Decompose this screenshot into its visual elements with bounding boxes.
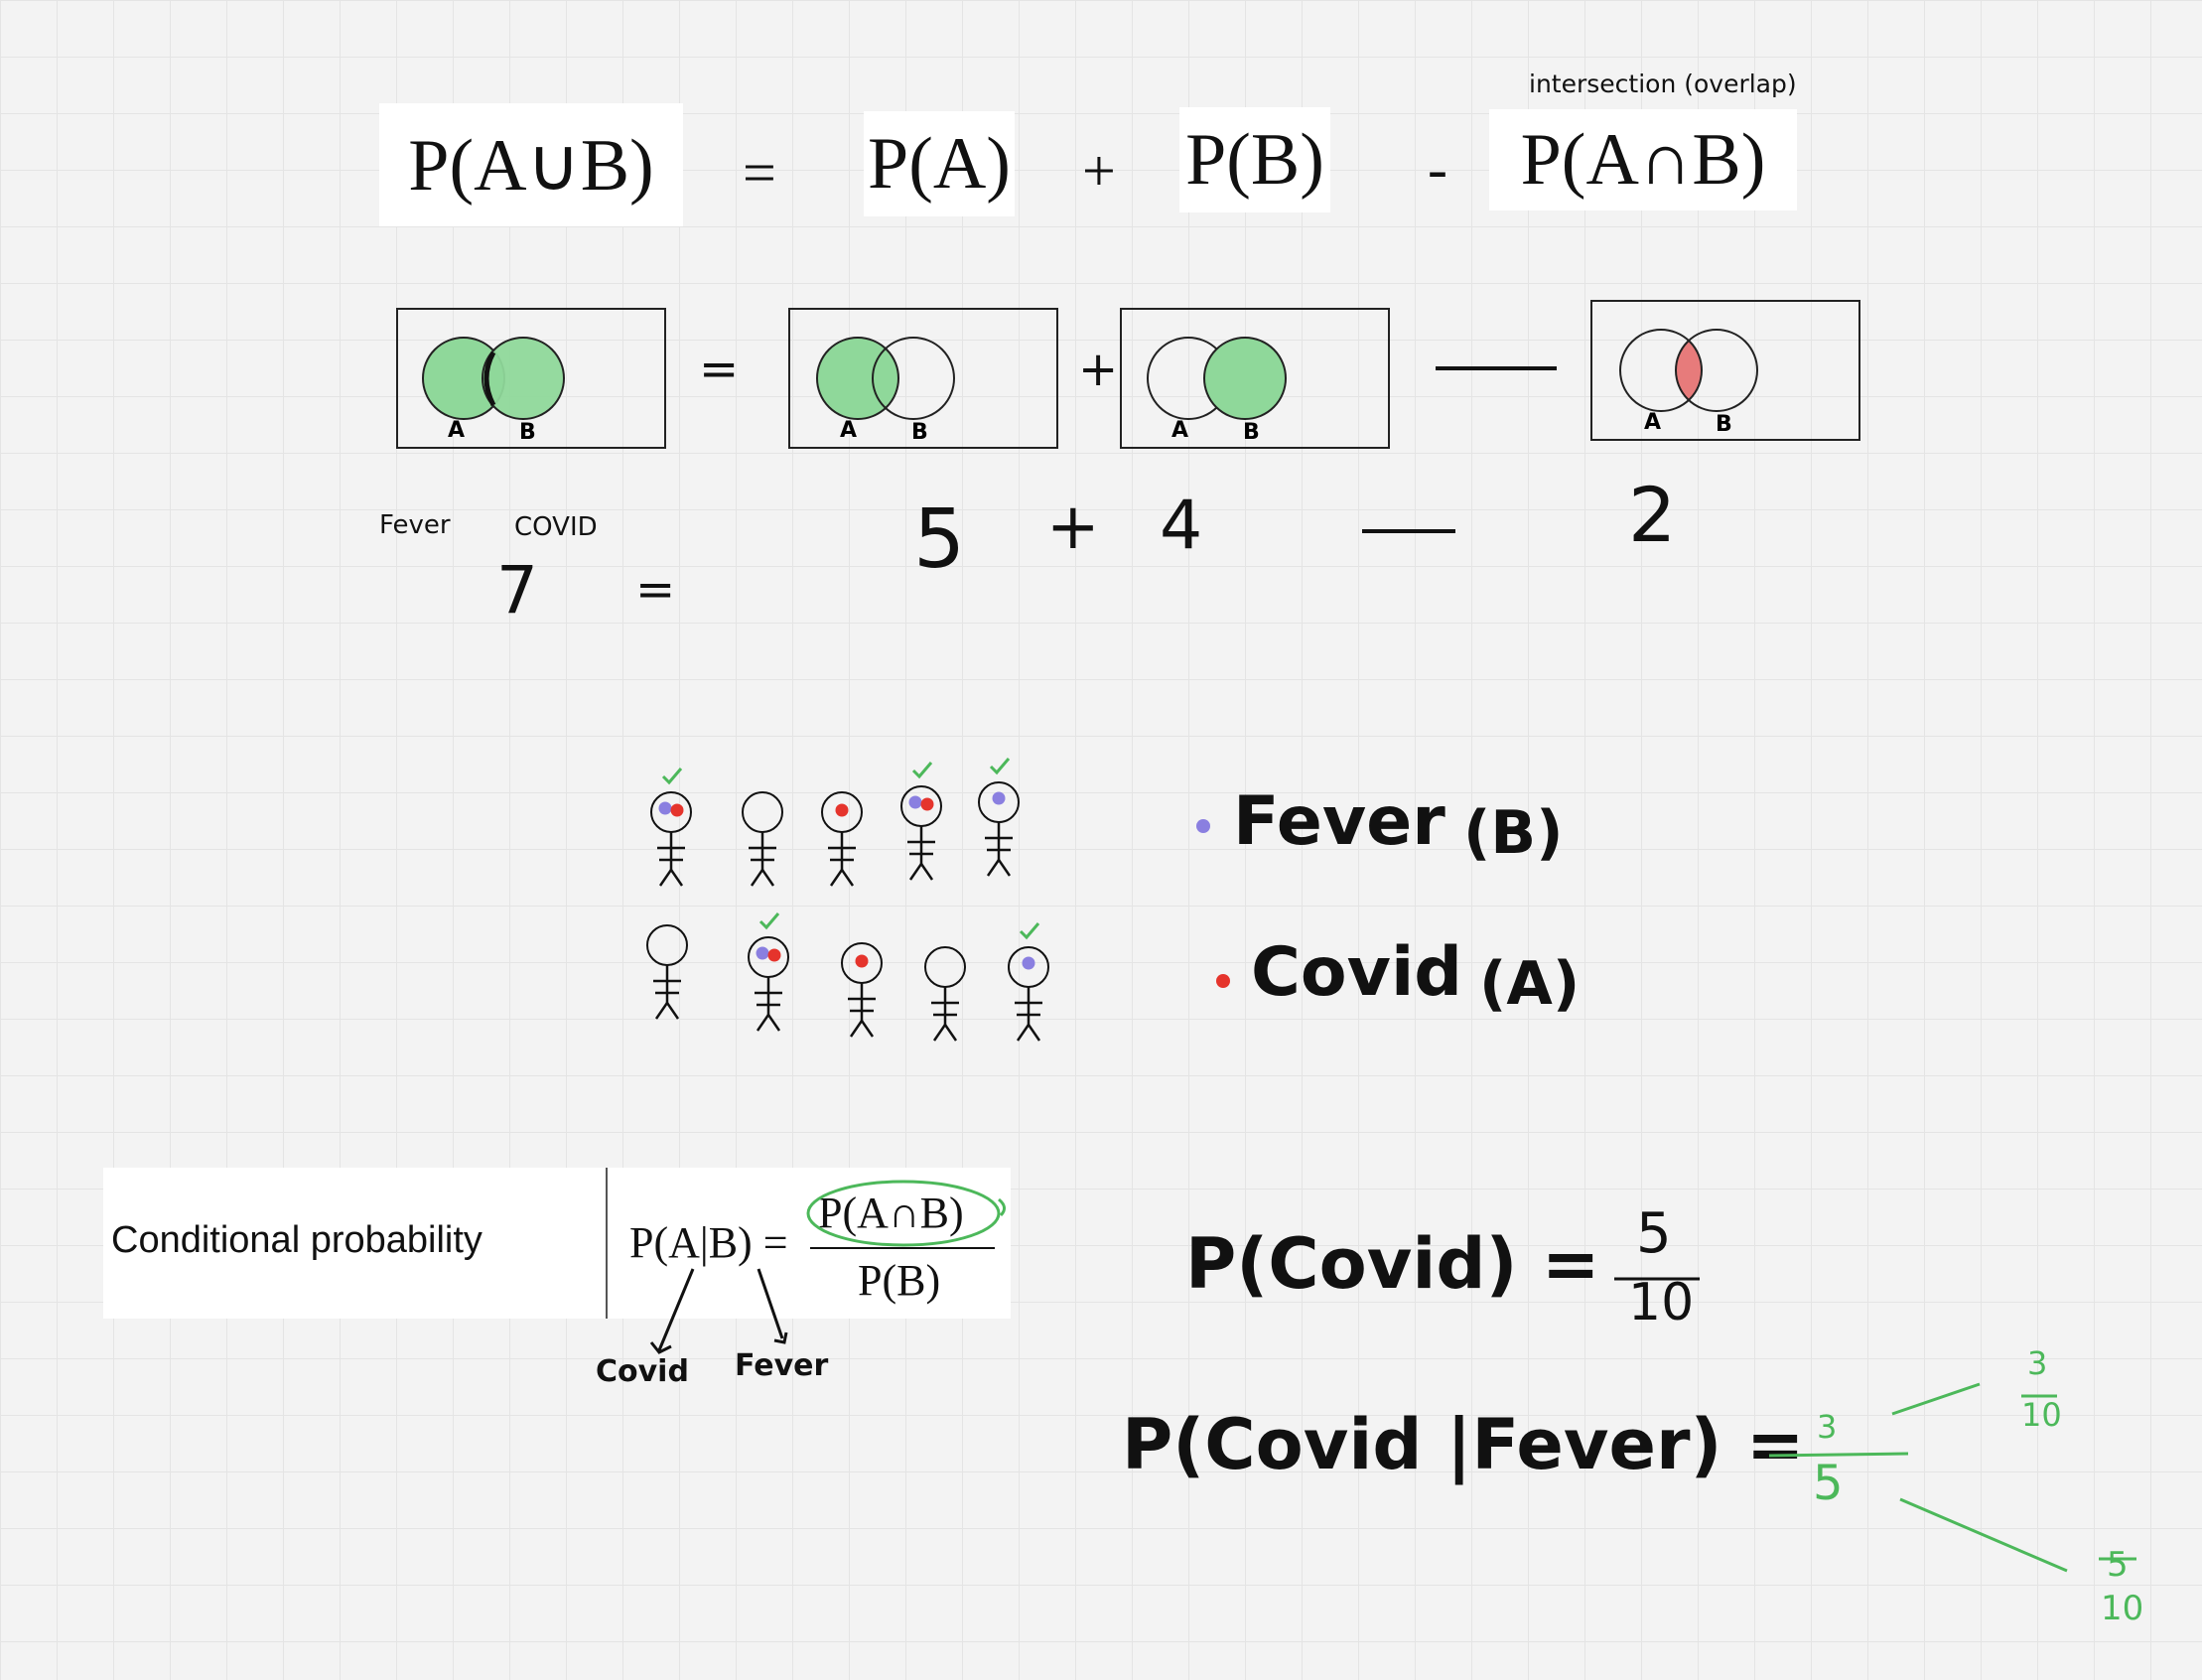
stick-figure: [1008, 922, 1049, 1042]
venn-union-label-b: B: [519, 420, 536, 445]
stick-figure: [841, 942, 883, 1038]
p-covid-label: P(Covid) =: [1185, 1223, 1600, 1305]
stick-figure: [821, 791, 863, 887]
stick-figure: [924, 946, 966, 1042]
formula-union-text: P(A∪B): [408, 124, 654, 207]
formula-pab: P(A∩B): [1489, 109, 1797, 210]
covid-dot: [767, 948, 781, 962]
formula-pb: P(B): [1179, 107, 1330, 212]
venn-union-label-a: A: [448, 418, 465, 443]
conditional-annotations: [649, 1180, 1006, 1354]
venn-plus: +: [1078, 342, 1119, 397]
intersection-note: intersection (overlap): [1529, 70, 1797, 98]
count-a: 5: [913, 492, 966, 587]
check-icon: [911, 762, 933, 779]
covid-dot: [835, 803, 849, 817]
stick-figure: [978, 758, 1020, 877]
fever-dot: [658, 801, 672, 815]
pcf-bottom-den: 10: [2101, 1589, 2144, 1628]
count-c: 2: [1628, 471, 1677, 559]
conditional-fraction-bar: [810, 1247, 995, 1249]
stick-figure: [646, 924, 688, 1020]
people-group: [646, 758, 1049, 1042]
legend-covid: Covid: [1251, 933, 1462, 1012]
pcf-num: 3: [1817, 1408, 1838, 1446]
stick-figure: [900, 762, 942, 881]
p-covid-fever-label: P(Covid |Fever) =: [1122, 1404, 1805, 1485]
venn-int-label-a: A: [1644, 410, 1661, 435]
fever-dot: [756, 946, 769, 960]
arrow-label-fever: Fever: [735, 1348, 829, 1383]
venn-b-label-a: A: [1171, 418, 1188, 443]
formula-pa-text: P(A): [868, 122, 1011, 205]
conditional-title: Conditional probability: [111, 1219, 482, 1261]
minus-sign: -: [1428, 136, 1447, 202]
venn-b-label-b: B: [1243, 420, 1260, 445]
venn-b: A B: [1120, 308, 1390, 449]
plus-sign: +: [1082, 138, 1116, 204]
pcf-top-num: 3: [2027, 1344, 2048, 1382]
arrow-label-covid: Covid: [596, 1354, 689, 1389]
covid-label: COVID: [514, 512, 598, 542]
pcf-bottom-num: 5: [2107, 1545, 2129, 1585]
stick-figure: [748, 912, 789, 1032]
pcf-annotations: [1768, 1382, 2136, 1573]
count-total: 7: [496, 552, 538, 629]
legend-fever-dot: [1196, 819, 1210, 833]
count-plus: +: [1046, 490, 1100, 564]
legend-covid-dot: [1216, 974, 1230, 988]
conditional-denominator: P(B): [858, 1256, 941, 1305]
conditional-lhs: P(A|B) =: [629, 1218, 788, 1267]
covid-dot: [670, 803, 684, 817]
venn-union: A B: [396, 308, 666, 449]
stick-figure: [742, 791, 783, 887]
venn-a: A B: [788, 308, 1058, 449]
pcf-top-den: 10: [2021, 1396, 2062, 1434]
formula-union: P(A∪B): [379, 103, 683, 226]
legend-fever-tag: (B): [1463, 798, 1564, 868]
legend-fever: Fever: [1233, 782, 1445, 861]
stick-figure: [650, 768, 692, 887]
venn-intersection: A B: [1590, 300, 1860, 441]
venn-int-label-b: B: [1716, 412, 1732, 437]
pcf-den: 5: [1813, 1456, 1844, 1511]
venn-equals: =: [699, 342, 740, 397]
check-icon: [661, 768, 683, 785]
covid-dot: [920, 797, 934, 811]
legend-covid-tag: (A): [1479, 949, 1581, 1019]
fever-label: Fever: [379, 510, 451, 540]
count-minus-line: [1362, 529, 1455, 533]
equals-sign: =: [743, 140, 776, 206]
check-icon: [758, 912, 780, 930]
count-b: 4: [1160, 487, 1203, 565]
formula-pb-text: P(B): [1185, 118, 1324, 201]
formula-pa: P(A): [864, 111, 1015, 216]
formula-pab-text: P(A∩B): [1520, 118, 1766, 201]
fever-dot: [992, 791, 1006, 805]
covid-dot: [855, 954, 869, 968]
conditional-numerator: P(A∩B): [818, 1189, 964, 1237]
venn-a-label-b: B: [911, 420, 928, 445]
fever-dot: [908, 795, 922, 809]
conditional-divider: [606, 1168, 608, 1319]
venn-minus-line: [1436, 366, 1557, 370]
count-equals: =: [635, 562, 676, 618]
check-icon: [1019, 922, 1040, 940]
fever-dot: [1022, 956, 1035, 970]
p-covid-den: 10: [1628, 1273, 1695, 1332]
p-covid-num: 5: [1636, 1201, 1672, 1266]
venn-a-label-a: A: [840, 418, 857, 443]
p-covid-bar: [1614, 1277, 1700, 1281]
check-icon: [989, 758, 1011, 775]
